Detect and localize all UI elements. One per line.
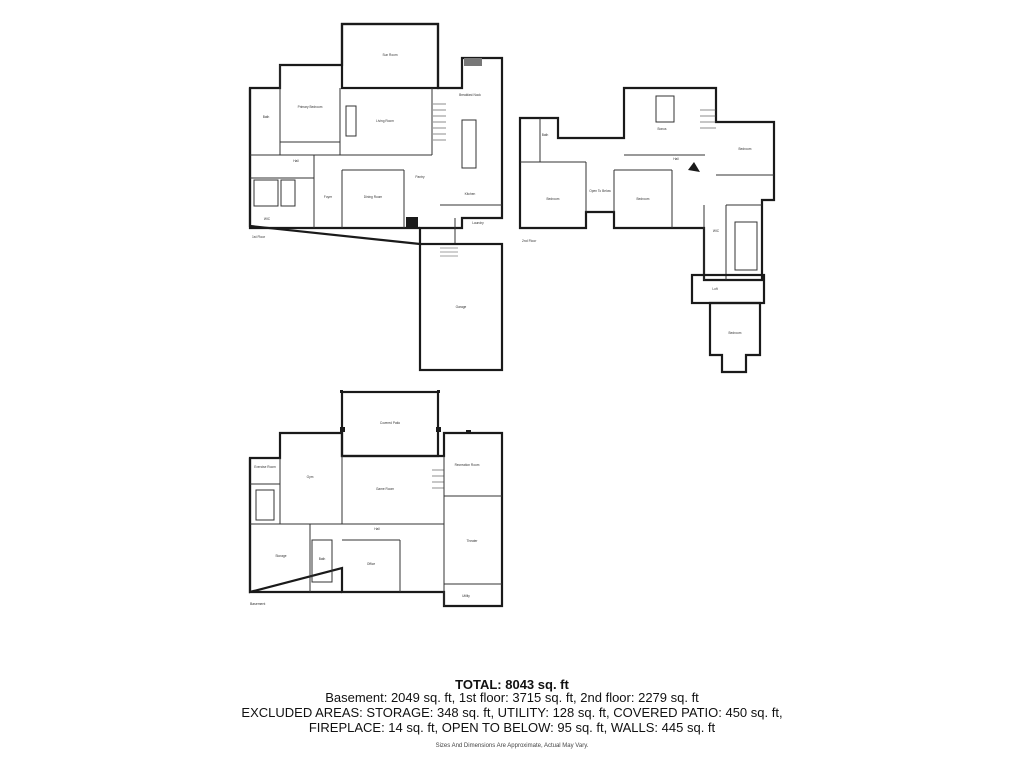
floor-label-basement: Basement bbox=[250, 602, 265, 606]
sunroom-walls bbox=[340, 22, 440, 90]
room-label-bonus: Bonus bbox=[657, 127, 666, 131]
room-label-sunroom: Sun Room bbox=[382, 53, 397, 57]
room-label-recreation-room: Recreation Room bbox=[455, 463, 480, 467]
room-label-bath: Bath bbox=[263, 115, 270, 119]
room-label-laundry: Laundry bbox=[472, 221, 484, 225]
garage-walls bbox=[418, 242, 504, 372]
bedroom-d-walls bbox=[708, 301, 762, 374]
room-label-bedroom-d: Bedroom bbox=[729, 331, 742, 335]
total-area: TOTAL: 8043 sq. ft bbox=[455, 677, 569, 692]
room-label-wic-2: WIC bbox=[713, 229, 720, 233]
first-floor-west-wall bbox=[248, 88, 420, 230]
basement-plan: Covered Patio Game Room Gym Exercise Roo… bbox=[248, 390, 504, 608]
room-label-dining-room: Dining Room bbox=[364, 195, 383, 199]
excluded-areas-line: EXCLUDED AREAS: STORAGE: 348 sq. ft, UTI… bbox=[241, 705, 783, 720]
room-label-bath-b: Bath bbox=[319, 557, 326, 561]
room-label-theater: Theater bbox=[467, 539, 479, 543]
floor-label-first: 1st Floor bbox=[252, 235, 266, 239]
room-label-utility: Utility bbox=[462, 594, 470, 598]
room-label-foyer: Foyer bbox=[324, 195, 333, 199]
room-label-pantry: Pantry bbox=[415, 175, 425, 179]
room-label-bath-2: Bath bbox=[542, 133, 549, 137]
room-label-storage: Storage bbox=[275, 554, 286, 558]
room-label-exercise-room: Exercise Room bbox=[254, 465, 276, 469]
room-label-bedroom-a: Bedroom bbox=[547, 197, 560, 201]
second-floor-plan: Bonus Bedroom Bedroom Bedroom Bedroom Op… bbox=[518, 86, 776, 374]
room-label-garage: Garage bbox=[456, 305, 467, 309]
room-label-hall-b: Hall bbox=[374, 527, 380, 531]
room-label-hall: Hall bbox=[293, 159, 299, 163]
room-label-wic: WIC bbox=[264, 217, 271, 221]
excluded-areas-line-2: FIREPLACE: 14 sq. ft, OPEN TO BELOW: 95 … bbox=[308, 720, 716, 735]
room-label-bedroom-c: Bedroom bbox=[739, 147, 752, 151]
basement-outline bbox=[248, 431, 504, 608]
room-label-covered-patio: Covered Patio bbox=[380, 421, 400, 425]
room-label-primary-bedroom: Primary Bedroom bbox=[298, 105, 323, 109]
room-label-kitchen: Kitchen bbox=[465, 192, 476, 196]
room-label-game-room: Game Room bbox=[376, 487, 394, 491]
disclaimer: Sizes And Dimensions Are Approximate, Ac… bbox=[435, 743, 589, 749]
floor-area-breakdown: Basement: 2049 sq. ft, 1st floor: 3715 s… bbox=[325, 690, 699, 705]
room-label-hall-2: Hall bbox=[673, 157, 679, 161]
floor-label-second: 2nd Floor bbox=[522, 239, 537, 243]
room-label-bedroom-b: Bedroom bbox=[637, 197, 650, 201]
first-floor-outline bbox=[248, 22, 504, 246]
room-label-living-room: Living Room bbox=[376, 119, 394, 123]
room-label-office: Office bbox=[367, 562, 375, 566]
room-label-gym: Gym bbox=[307, 475, 314, 479]
first-floor-plan: Sun Room Primary Bedroom Living Room Bre… bbox=[248, 22, 504, 372]
room-label-breakfast-nook: Breakfast Nook bbox=[459, 93, 481, 97]
room-label-loft: Loft bbox=[712, 287, 717, 291]
second-floor-outline bbox=[518, 86, 776, 282]
room-label-open-to-below: Open To Below bbox=[589, 189, 611, 193]
